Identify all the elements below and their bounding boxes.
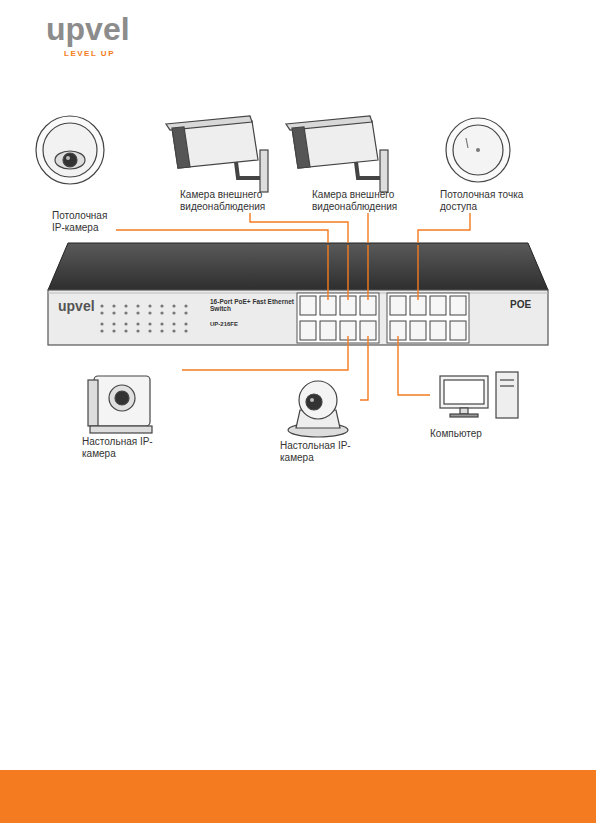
device-label: Камера внешнего видеонаблюдения [312, 189, 412, 213]
outdoor-camera-icon [286, 116, 388, 192]
device-box: Настольная IP-камера [280, 376, 360, 464]
device-label: Камера внешнего видеонаблюдения [180, 189, 280, 213]
footer-bar [0, 770, 596, 823]
device-box: Камера внешнего видеонаблюдения [312, 115, 412, 213]
device-label: Потолочная IP-камера [52, 210, 116, 234]
device-label: Потолочная точка доступа [440, 189, 528, 213]
device-box: Компьютер [430, 372, 525, 440]
cable-line [360, 345, 368, 400]
cable-line [250, 213, 348, 243]
device-box: Настольная IP-камера [82, 368, 182, 460]
device-label: Компьютер [430, 428, 525, 440]
brand-logo: upvel [58, 298, 95, 314]
model-caption: 16-Port PoE+ Fast Ethernet Switch [210, 298, 302, 313]
device-label: Настольная IP-камера [280, 440, 360, 464]
poe-logo: POE [510, 299, 531, 311]
device-box: Потолочная точка доступа [440, 115, 528, 213]
cable-line [398, 345, 430, 395]
desk-camera-icon [88, 376, 152, 433]
device-label: Настольная IP-камера [82, 436, 182, 460]
model-number: UP-216FE [210, 321, 238, 328]
cable-line [116, 230, 328, 243]
cable-line [368, 213, 369, 243]
switch-box: upvel 16-Port PoE+ Fast Ethernet SwitchUP… [48, 243, 548, 345]
ptz-camera-icon [288, 381, 348, 437]
switch-chassis [48, 243, 548, 345]
computer-icon [440, 372, 518, 418]
ceiling-camera-icon [36, 116, 104, 184]
cable-line [418, 213, 470, 243]
brand-slogan: LEVEL UP [64, 50, 115, 59]
device-box: Потолочная IP-камера [52, 115, 116, 234]
device-box: Камера внешнего видеонаблюдения [180, 115, 280, 213]
brand-logo: upvel [46, 12, 130, 47]
access-point-icon [446, 118, 510, 182]
cable-line [182, 345, 348, 370]
outdoor-camera-icon [166, 116, 268, 192]
